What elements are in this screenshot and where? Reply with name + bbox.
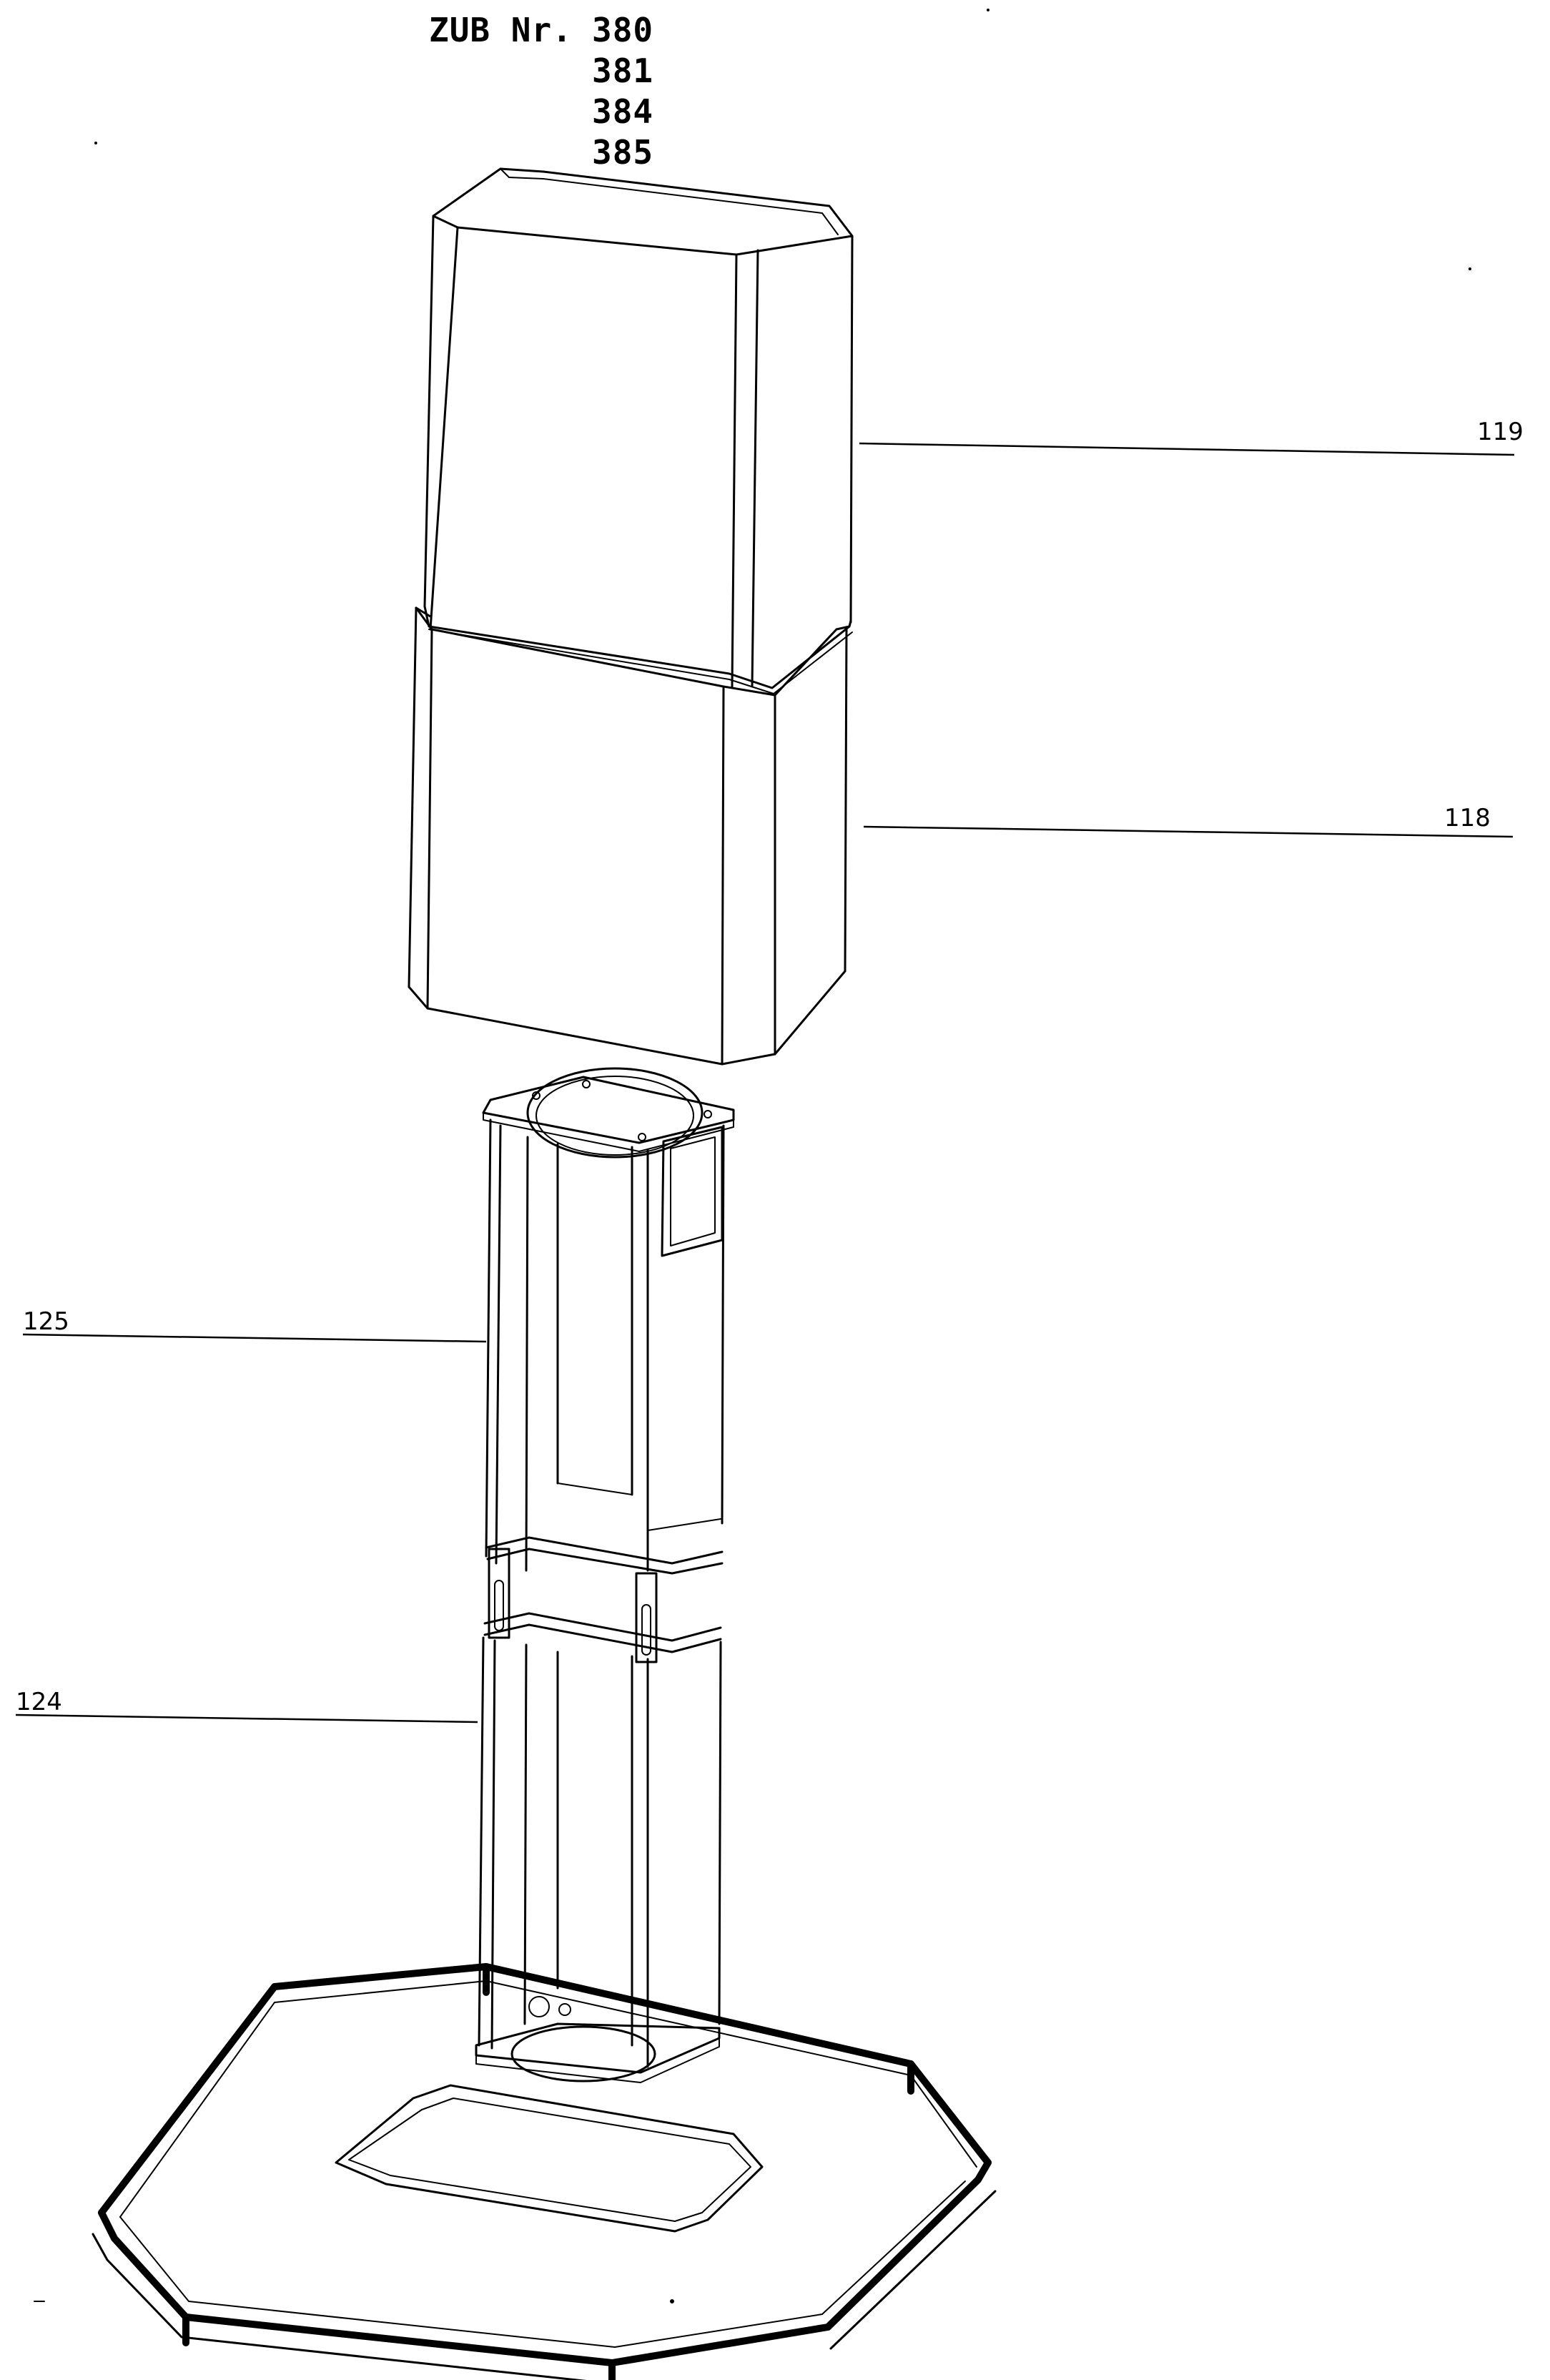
leader-119 [859, 442, 1515, 456]
accessory-number-385: 385 [592, 133, 654, 172]
leader-lines [15, 442, 1515, 1723]
accessory-number-block: ZUB Nr. 380 381 384 385 [429, 10, 653, 173]
accessory-row-1: ZUB Nr. 380 [429, 10, 653, 51]
lower-chimney-cover [408, 606, 851, 1066]
callout-119: 119 [1477, 418, 1524, 446]
accessory-number-384: 384 [592, 92, 654, 131]
accessory-row-3: 384 [429, 92, 653, 132]
callout-124: 124 [16, 1688, 62, 1716]
leader-118 [863, 825, 1514, 838]
callout-118: 118 [1444, 804, 1491, 832]
accessory-number-381: 381 [592, 51, 654, 90]
inner-frame [475, 1067, 735, 2083]
accessory-row-4: 385 [429, 132, 653, 173]
callout-125: 125 [23, 1307, 69, 1336]
upper-chimney-cover [423, 167, 854, 694]
accessory-row-2: 381 [429, 51, 653, 92]
leader-125 [22, 1333, 487, 1343]
accessory-number-380: 380 [592, 11, 654, 49]
accessory-prefix: ZUB Nr. [429, 11, 573, 49]
leader-124 [15, 1713, 478, 1723]
ceiling-plate [92, 1963, 997, 2380]
